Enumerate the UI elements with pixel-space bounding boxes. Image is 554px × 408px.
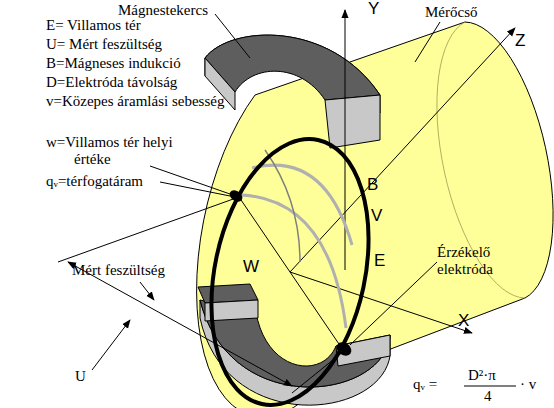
legend-text: U= Mért feszültség (46, 36, 162, 53)
dimension-label: U (75, 368, 86, 385)
y-axis (345, 10, 346, 270)
magnet-side (200, 300, 390, 405)
axis-label: Y (368, 0, 379, 17)
z-axis (290, 28, 515, 272)
dimension-line (68, 262, 292, 386)
leader-line (350, 262, 437, 345)
legend-text: B=Mágneses indukció (46, 55, 181, 72)
formula-part: · v (520, 376, 536, 393)
magnet-pole (325, 95, 380, 148)
electrode-line (239, 197, 341, 347)
formula-part: D²·π (468, 367, 496, 384)
leader-line (415, 22, 440, 62)
axis-label: X (458, 312, 469, 329)
extension-line (292, 351, 344, 393)
legend-text: D=Elektróda távolság (46, 74, 177, 91)
vector-label: E (374, 252, 385, 269)
legend-text: v=Közepes áramlási sebesség (46, 93, 230, 110)
field-curve (265, 150, 300, 262)
leader-line (215, 14, 250, 58)
part-label: Érzékelő elektróda (437, 244, 532, 278)
part-label: Mérőcső (425, 4, 478, 21)
leader-arrow (140, 282, 154, 300)
vector-label: B (367, 176, 378, 193)
extension-line (58, 198, 236, 262)
leader-arrow (92, 320, 130, 370)
legend-text: qᵥ=térfogatáram (46, 173, 143, 190)
leader-line (160, 182, 230, 196)
legend-text: E= Villamos tér (46, 17, 141, 34)
dimension-label: Mért feszültség (72, 262, 165, 279)
x-axis (290, 272, 472, 333)
leader-line (150, 166, 230, 194)
formula-part: 4 (484, 388, 492, 405)
vector-label: V (371, 207, 382, 224)
velocity-curve (252, 165, 352, 245)
legend-text: w=Villamos tér helyi értéke (46, 134, 194, 168)
axis-label: Z (515, 32, 525, 49)
vector-label: W (243, 258, 259, 275)
part-label: Mágnestekercs (118, 2, 208, 19)
formula-part: qᵥ = (413, 376, 437, 393)
electrode (334, 339, 354, 358)
electrode-ring (189, 124, 392, 408)
measuring-tube (197, 22, 554, 408)
fraction-bar (464, 386, 516, 387)
